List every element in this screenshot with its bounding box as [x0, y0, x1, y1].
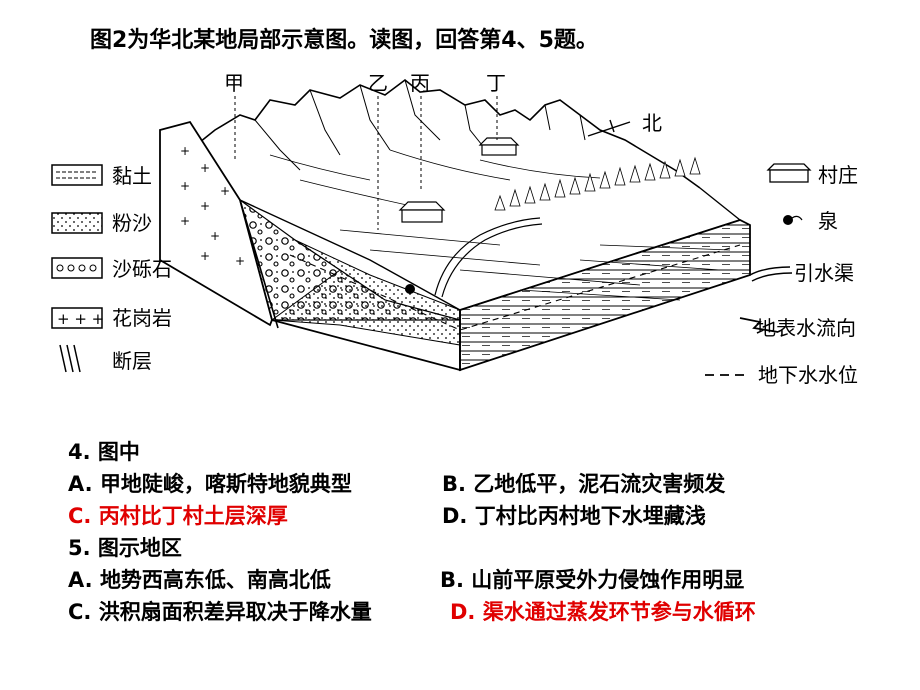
question-5-option-b[interactable]: B. 山前平原受外力侵蚀作用明显 [440, 568, 745, 592]
question-title: 图2为华北某地局部示意图。读图，回答第4、5题。 [90, 28, 598, 53]
gravel-icon [51, 257, 103, 279]
granite-icon: + + + [51, 307, 104, 329]
legend-village-icon [766, 163, 812, 183]
legend-flow-label: 地表水流向 [756, 316, 856, 340]
silt-icon [51, 212, 103, 234]
svg-text:+: + [200, 249, 210, 263]
question-4-number: 4. [68, 440, 91, 464]
village-icon [398, 137, 520, 223]
legend-silt-label: 粉沙 [112, 211, 152, 235]
legend-granite-label: 花岗岩 [112, 306, 172, 330]
clay-icon [51, 164, 103, 186]
svg-text:+: + [200, 161, 210, 175]
question-4-option-a[interactable]: A. 甲地陡峻，喀斯特地貌典型 [68, 472, 352, 496]
question-4-text: 图中 [97, 440, 140, 464]
question-5-stem: 5. 图示地区 [68, 532, 182, 562]
site-label-ding: 丁 [486, 71, 506, 95]
legend-clay-label: 黏土 [112, 164, 152, 188]
question-4-option-d[interactable]: D. 丁村比丙村地下水埋藏浅 [442, 504, 706, 528]
legend-canal-label: 引水渠 [794, 261, 854, 285]
question-4-stem: 4. 图中 [68, 436, 140, 466]
question-4-option-c[interactable]: C. 丙村比丁村土层深厚 [68, 504, 288, 528]
svg-text:+: + [210, 229, 220, 243]
question-4-option-b[interactable]: B. 乙地低平，泥石流灾害频发 [442, 472, 726, 496]
question-5-option-c[interactable]: C. 洪积扇面积差异取决于降水量 [68, 600, 372, 624]
svg-text:+: + [235, 254, 245, 268]
canal-icon [749, 266, 793, 282]
site-label-yi: 乙 [368, 71, 388, 95]
site-label-jia: 甲 [224, 71, 244, 95]
legend-spring-icon [783, 215, 793, 225]
svg-text:+: + [180, 179, 190, 193]
svg-text:+: + [180, 144, 190, 158]
question-5-text: 图示地区 [97, 536, 182, 560]
question-5-option-d[interactable]: D. 渠水通过蒸发环节参与水循环 [450, 600, 756, 624]
legend-village-label: 村庄 [818, 163, 858, 187]
north-arrow-icon [587, 119, 631, 137]
legend-right [705, 163, 812, 376]
surface-flow-icon [739, 317, 779, 333]
north-label: 北 [642, 111, 662, 135]
svg-text:+ + +: + + + [57, 310, 104, 328]
svg-text:+: + [180, 214, 190, 228]
legend-water-table-label: 地下水水位 [758, 363, 858, 387]
legend-gravel-label: 沙砾石 [112, 257, 172, 281]
fault-icon [59, 344, 81, 373]
question-5-number: 5. [68, 536, 91, 560]
legend-spring-label: 泉 [818, 209, 838, 233]
svg-text:+: + [220, 184, 230, 198]
svg-text:+: + [200, 199, 210, 213]
legend-left: + + + [51, 164, 104, 373]
legend-fault-label: 断层 [112, 349, 152, 373]
site-label-bing: 丙 [410, 71, 430, 95]
geologic-block-diagram: +++ +++ +++ 甲 乙 丙 丁 北 [51, 71, 858, 387]
question-5-option-a[interactable]: A. 地势西高东低、南高北低 [68, 568, 331, 592]
